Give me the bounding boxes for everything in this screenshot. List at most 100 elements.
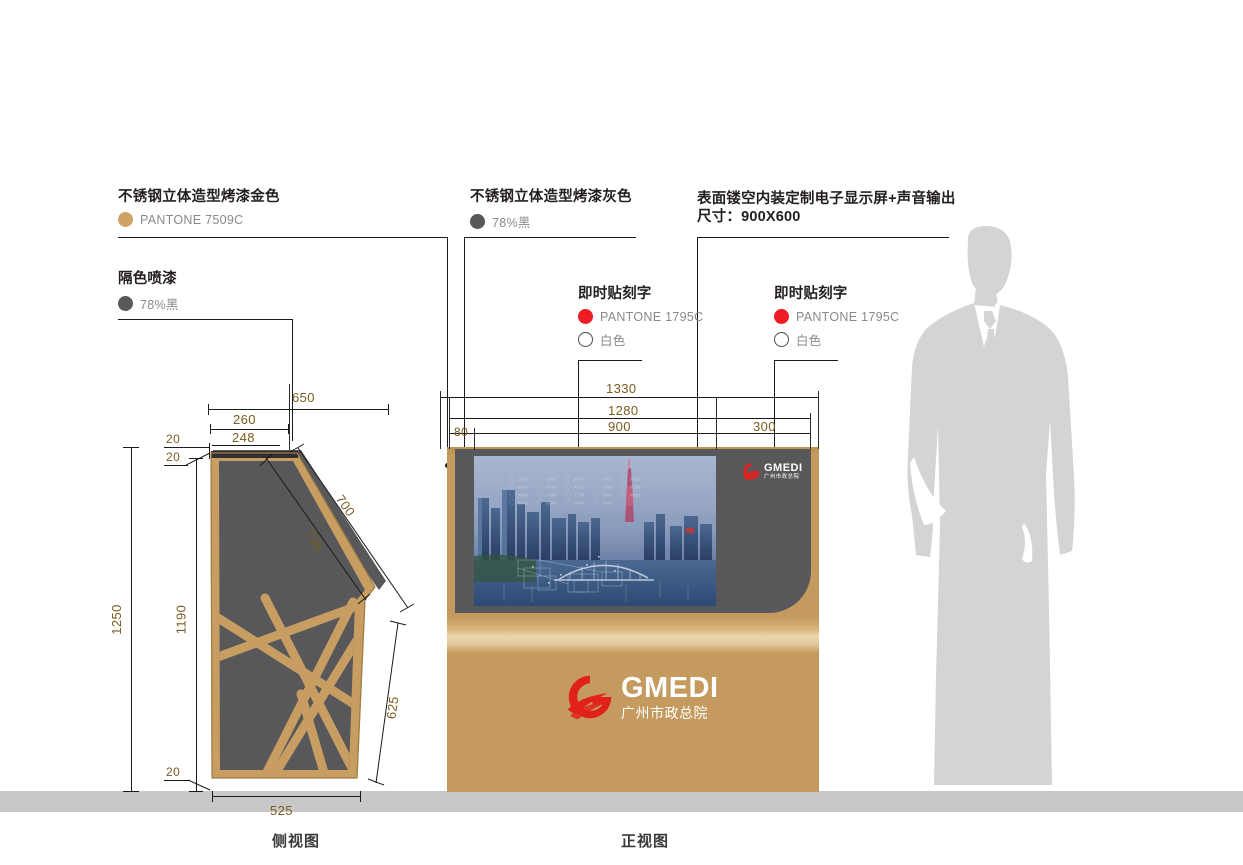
dim-tick (288, 424, 289, 434)
color-swatch-pantone-7509c (118, 212, 133, 227)
svg-text:教育文化: 教育文化 (574, 485, 585, 489)
dim-lead-20-top2 (164, 465, 188, 466)
svg-text:便民热线: 便民热线 (630, 493, 641, 497)
color-swatch-white (578, 332, 593, 347)
svg-text:停车指引: 停车指引 (574, 501, 585, 505)
human-scale-silhouette (907, 225, 1075, 785)
gmedi-mark-icon (567, 675, 612, 720)
dim-value-1190: 1190 (173, 604, 189, 635)
annotation-subtitle: 尺寸：900X600 (697, 209, 801, 225)
dim-value-1280: 1280 (608, 403, 639, 418)
leader-line-screen-v (697, 237, 698, 455)
dim-line-260 (210, 429, 288, 430)
svg-text:应急求助: 应急求助 (630, 485, 641, 489)
dim-value-1330: 1330 (606, 381, 637, 396)
swatch-row: 78%黑 (118, 294, 179, 313)
dim-arrow-20-bottom (188, 779, 211, 791)
annotation-title: 即时贴刻字 (774, 286, 848, 302)
side-view-lattice (219, 593, 365, 770)
dim-tick (212, 791, 213, 802)
dim-value-625: 625 (383, 695, 402, 720)
gmedi-mark-icon (742, 463, 760, 481)
canton-tower (625, 458, 634, 522)
annotation-title: 表面镂空内装定制电子显示屏+声音输出 (697, 191, 956, 207)
leader-line-gray-v (464, 237, 465, 567)
dim-ext-fv-left-outer (440, 391, 441, 449)
svg-text:环境监测: 环境监测 (602, 501, 613, 505)
gmedi-name-cn: 广州市政总院 (764, 474, 800, 481)
swatch-label: PANTONE 7509C (140, 212, 244, 227)
annotation-title: 即时贴刻字 (578, 286, 652, 302)
gmedi-name-en: GMEDI (621, 672, 719, 704)
dim-value-20-bottom: 20 (166, 765, 181, 779)
dim-line-1250 (131, 447, 132, 792)
dim-line-625 (367, 620, 407, 786)
dim-lead-20-top1b (188, 447, 210, 448)
svg-text:地图查询: 地图查询 (518, 493, 529, 497)
dim-tick (123, 791, 139, 792)
leader-line-gray-h (464, 237, 636, 238)
dim-line-650 (208, 409, 388, 410)
dim-ext-fv-screen-right (716, 397, 717, 449)
annotation-gold-steel: 不锈钢立体造型烤漆金色 PANTONE 7509C (118, 188, 280, 227)
color-swatch-pantone-1795c (578, 309, 593, 324)
dim-value-80: 80 (454, 425, 469, 439)
dim-ext-650 (289, 384, 290, 450)
swatch-label: 78%黑 (140, 298, 179, 312)
dim-tick (123, 447, 139, 448)
dim-line-1190 (196, 458, 197, 791)
svg-text:目录信息: 目录信息 (518, 477, 529, 481)
svg-text:医疗健康: 医疗健康 (546, 485, 557, 489)
gmedi-name-en: GMEDI (764, 461, 803, 474)
swatch-label: PANTONE 1795C (600, 309, 704, 324)
svg-text:天气预报: 天气预报 (574, 493, 585, 497)
dim-value-20-top1: 20 (166, 432, 181, 446)
annotation-title: 不锈钢立体造型烤漆金色 (118, 189, 280, 205)
swatch-row: 白色 (774, 330, 899, 349)
dim-tick (209, 450, 210, 459)
dim-value-650: 650 (292, 390, 315, 405)
dim-value-1250: 1250 (108, 604, 124, 635)
front-view-display-screen[interactable]: 目录信息公共服务 城市导览交通出行 周边设施 政务办理医疗健康 教育文化生活便民… (474, 456, 716, 606)
color-swatch-78-black (118, 296, 133, 311)
dim-lead-20-bottom (164, 780, 190, 781)
swatch-label: 白色 (600, 334, 626, 348)
svg-text:公交线路: 公交线路 (546, 493, 557, 497)
leader-line-screen-h (697, 237, 949, 238)
dim-lead-20-top1 (164, 447, 188, 448)
dim-line-1280 (449, 418, 810, 419)
dim-tick (360, 791, 361, 802)
leader-line-spacer-v (292, 319, 293, 441)
dim-tick (210, 424, 211, 434)
svg-text:公共服务: 公共服务 (546, 477, 557, 481)
dim-value-525: 525 (270, 803, 293, 818)
annotation-sticker-right: 即时贴刻字 PANTONE 1795C 白色 (774, 285, 899, 349)
swatch-label: PANTONE 1795C (796, 309, 900, 324)
svg-text:新闻资讯: 新闻资讯 (602, 493, 613, 497)
leader-line-sticker-right-v (774, 360, 775, 468)
dim-value-20-top2: 20 (166, 450, 181, 464)
dim-ext-fv-right-outer (818, 391, 819, 449)
caption-side-view: 侧视图 (272, 833, 321, 850)
dim-ext-fv-right (810, 413, 811, 449)
dim-tick (189, 791, 203, 792)
leader-line-gold-v (447, 237, 448, 465)
annotation-title: 隔色喷漆 (118, 271, 177, 287)
leader-line-spacer-h (118, 319, 293, 320)
gmedi-name-cn: 广州市政总院 (621, 705, 708, 721)
leader-line-sticker-left-h (578, 360, 642, 361)
dim-tick (208, 404, 209, 415)
dim-value-260: 260 (233, 412, 256, 427)
dim-value-900: 900 (608, 419, 631, 434)
annotation-display-screen: 表面镂空内装定制电子显示屏+声音输出 尺寸：900X600 (697, 190, 956, 227)
color-swatch-white (774, 332, 789, 347)
side-view-frame-stroke (210, 452, 376, 779)
swatch-label: 白色 (796, 334, 822, 348)
svg-text:生活便民: 生活便民 (602, 485, 613, 489)
caption-front-view: 正视图 (621, 833, 670, 850)
svg-text:城市导览: 城市导览 (574, 477, 585, 481)
color-swatch-pantone-1795c (774, 309, 789, 324)
svg-text:政务办理: 政务办理 (518, 485, 529, 489)
side-view-drawing (210, 450, 386, 779)
